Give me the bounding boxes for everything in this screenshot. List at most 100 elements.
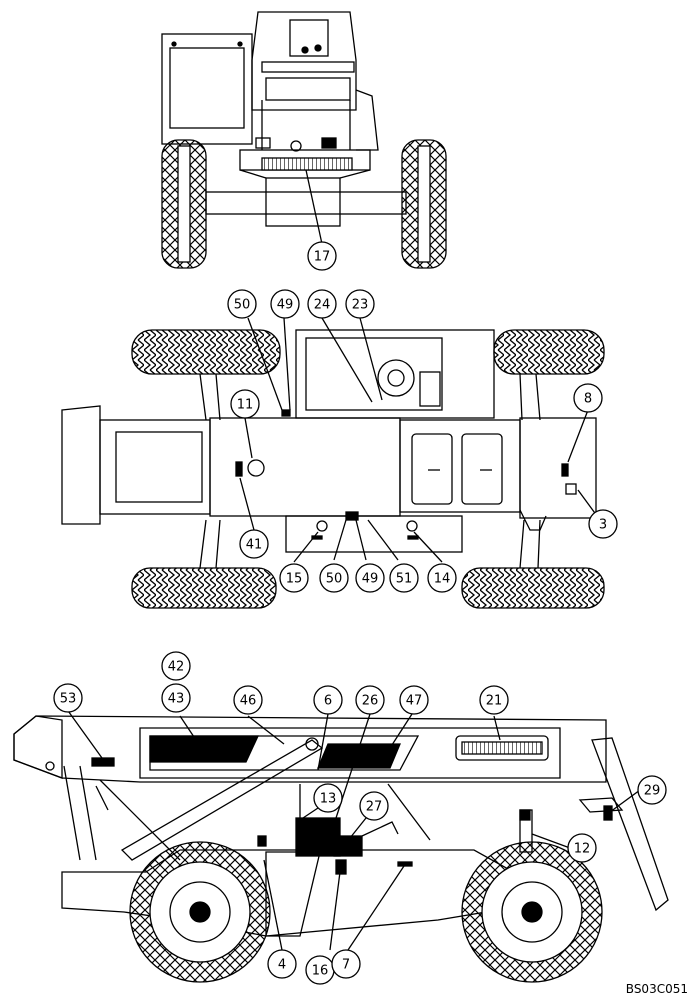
- callout-label: 6: [324, 694, 332, 709]
- callout-label: 12: [574, 842, 591, 857]
- callout-label: 47: [406, 694, 423, 709]
- side-decal-47: [317, 743, 401, 769]
- leader-6: [317, 713, 329, 771]
- leader-14: [413, 531, 443, 563]
- leader-4: [263, 859, 283, 951]
- leader-49-bottom: [355, 519, 367, 561]
- callout-circle: [227, 289, 257, 319]
- callout-circle: [313, 685, 343, 715]
- callout-circle: [239, 529, 269, 559]
- callouts-front: 17: [307, 241, 337, 271]
- front-grille-decal: [261, 157, 353, 171]
- callout-label: 14: [434, 572, 451, 587]
- callout-41: 41: [239, 529, 269, 559]
- callout-4: 4: [267, 949, 297, 979]
- callout-circle: [427, 563, 457, 593]
- callout-circle: [359, 791, 389, 821]
- leader-51: [367, 519, 399, 561]
- callout-label: 4: [278, 958, 286, 973]
- top-view: [61, 317, 605, 609]
- callout-label: 15: [286, 572, 303, 587]
- callout-21: 21: [479, 685, 509, 715]
- side-decal-13: [295, 817, 341, 857]
- callout-7: 7: [331, 949, 361, 979]
- callout-label: 50: [326, 572, 343, 587]
- callout-circle: [479, 685, 509, 715]
- callout-label: 21: [486, 694, 503, 709]
- callout-label: 29: [644, 784, 661, 799]
- callout-8: 8: [573, 383, 603, 413]
- leader-53: [65, 707, 103, 759]
- callout-circle: [307, 289, 337, 319]
- callout-label: 7: [342, 958, 350, 973]
- leader-41: [239, 477, 255, 531]
- callout-23: 23: [345, 289, 375, 319]
- callout-label: 3: [599, 518, 607, 533]
- leader-47: [389, 713, 413, 749]
- callout-13: 13: [313, 783, 343, 813]
- leader-15: [293, 531, 319, 563]
- front-axle: [205, 191, 407, 215]
- side-rear-stabilizer: [591, 737, 669, 912]
- callout-50: 50: [319, 563, 349, 593]
- callout-circle: [161, 651, 191, 681]
- callout-label: 42: [168, 660, 185, 675]
- leader-23: [359, 317, 383, 401]
- callout-circle: [267, 949, 297, 979]
- callout-circle: [567, 833, 597, 863]
- callout-16: 16: [305, 955, 335, 985]
- callout-6: 6: [313, 685, 343, 715]
- callout-circle: [588, 509, 618, 539]
- top-right-rear-tire: [461, 567, 605, 609]
- callout-label: 16: [312, 964, 329, 979]
- callout-15: 15: [279, 563, 309, 593]
- callout-29: 29: [637, 775, 667, 805]
- callout-label: 27: [366, 800, 383, 815]
- top-boom-head: [61, 405, 101, 525]
- leader-49-top: [283, 317, 291, 411]
- leader-21: [493, 715, 501, 741]
- leader-24: [321, 317, 373, 403]
- callout-26: 26: [355, 685, 385, 715]
- side-decal-21: [461, 741, 543, 755]
- drawing-reference-code: BS03C051: [625, 982, 688, 996]
- front-boom-head: [289, 19, 329, 57]
- leader-29: [609, 789, 641, 813]
- callout-label: 13: [320, 792, 337, 807]
- callout-label: 49: [362, 572, 379, 587]
- callout-46: 46: [233, 685, 263, 715]
- callout-14: 14: [427, 563, 457, 593]
- callout-label: 43: [168, 692, 185, 707]
- callout-label: 53: [60, 692, 77, 707]
- callout-circle: [233, 685, 263, 715]
- callout-27: 27: [359, 791, 389, 821]
- callout-circle: [399, 685, 429, 715]
- callout-circle: [345, 289, 375, 319]
- callout-53: 53: [53, 683, 83, 713]
- top-left-front-tire: [131, 329, 281, 375]
- callout-circle: [331, 949, 361, 979]
- callout-label: 17: [314, 250, 331, 265]
- side-decal-43: [149, 735, 260, 763]
- callout-circle: [53, 683, 83, 713]
- leader-7: [343, 865, 405, 957]
- side-decal-21-frame: [455, 735, 549, 761]
- leader-8: [567, 409, 589, 463]
- callout-label: 51: [396, 572, 413, 587]
- callout-circle: [279, 563, 309, 593]
- callout-label: 50: [234, 298, 251, 313]
- side-chassis: [61, 849, 511, 937]
- callout-circle: [313, 783, 343, 813]
- side-decal-16: [335, 859, 347, 875]
- front-boom: [251, 11, 357, 111]
- top-right-front-tire: [493, 329, 605, 375]
- top-left-rear-tire: [131, 567, 277, 609]
- front-cab-window: [169, 47, 245, 129]
- callout-17: 17: [307, 241, 337, 271]
- leader-50-bottom: [333, 519, 347, 561]
- callout-43: 43: [161, 683, 191, 713]
- front-view: [161, 11, 447, 269]
- callout-circle: [637, 775, 667, 805]
- callout-circle: [307, 241, 337, 271]
